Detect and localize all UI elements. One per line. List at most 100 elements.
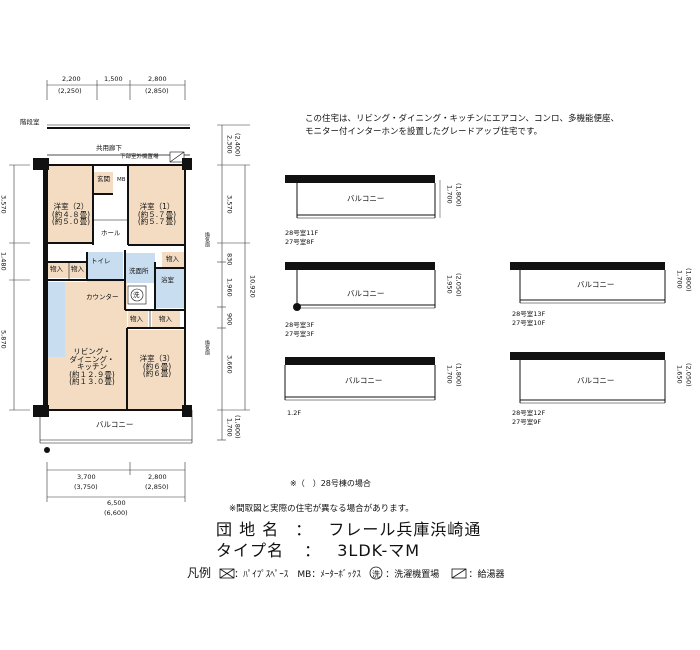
- right-dim-5: 900: [225, 313, 234, 326]
- legend-title: 凡例: [187, 566, 212, 580]
- complex-label: 団 地 名: [216, 520, 280, 539]
- ldk-size-1: (約１２.９畳): [69, 369, 115, 379]
- ldk-label: リビング・ ダイニング・ キッチン (約１２.９畳) (約１３.０畳): [62, 348, 122, 386]
- bathroom-label: 浴室: [161, 276, 174, 284]
- variant-balcony-5: [510, 352, 666, 404]
- western-room-3-size1: (約６畳): [142, 361, 172, 371]
- legend-pipe-space: ：ﾊﾟｲﾌﾟｽﾍﾟｰｽ: [234, 570, 289, 580]
- bottom-dim-1: 3,700: [77, 473, 96, 481]
- variant-2-dim-alt: (2,050): [454, 273, 463, 297]
- right-dim-3: 830: [225, 253, 234, 266]
- variant-4-dim: 1,700: [675, 270, 684, 289]
- top-dimension-lines: [46, 80, 186, 100]
- right-dim-4: 1,960: [225, 278, 234, 297]
- complex-colon: ：: [295, 520, 313, 539]
- closet-label-2: 物入: [71, 265, 84, 273]
- bathroom-floor: [155, 268, 185, 308]
- type-label: タイプ名: [216, 541, 285, 560]
- variant-2-unit-1: 28号室3F: [285, 321, 315, 329]
- western-room-1-size1: (約５.７畳): [137, 209, 177, 219]
- room-western-2: [47, 165, 93, 243]
- meter-box-label: MB: [117, 177, 126, 183]
- closet-label-1: 物入: [50, 265, 63, 273]
- variant-balcony-1: [285, 175, 441, 219]
- right-dim-7: 1,700: [225, 418, 234, 437]
- bottom-dim-alt-2: (2,850): [145, 483, 169, 491]
- type-value: 3LDK-マM: [337, 541, 421, 560]
- right-dimension-lines: [217, 124, 250, 441]
- western-room-1-label: 洋室（1） (約５.７畳) (約５.７畳): [132, 203, 182, 226]
- legend-water-heater: ：給湯器: [468, 570, 505, 580]
- total-depth: 10,920: [248, 275, 257, 298]
- walls: [46, 164, 186, 411]
- main-balcony: [39, 410, 193, 444]
- bottom-dimension-lines: [46, 462, 186, 502]
- right-dim-6: 3,660: [225, 355, 234, 374]
- variant-1-dim-alt: (1,800): [454, 183, 463, 207]
- western-room-2-label: 洋室（2） (約４.８畳) (約５.０畳): [49, 203, 93, 226]
- difference-note: ※間取図と実際の住宅が異なる場合があります。: [229, 504, 414, 514]
- left-dim-3: 5,870: [0, 330, 8, 349]
- western-room-1-size2: (約５.７畳): [137, 217, 177, 226]
- washroom-floor: [125, 253, 155, 283]
- variant-5-unit-2: 27号室9F: [512, 418, 542, 426]
- western-room-3-size2: (約６畳): [142, 369, 172, 378]
- variant-1-unit-1: 28号室11F: [285, 229, 319, 237]
- toilet-label: トイレ: [91, 257, 111, 265]
- variant-5-balcony-label: バルコニー: [577, 376, 615, 385]
- counter-label: カウンター: [86, 293, 119, 301]
- variant-2-dim: 1,950: [445, 275, 454, 294]
- bottom-dim-2: 2,800: [148, 473, 167, 481]
- western-room-2-size1: (約４.８畳): [51, 209, 91, 219]
- closet-label-3: 物入: [166, 255, 179, 263]
- legend-icons: [219, 566, 467, 580]
- variant-3-dim-alt: (1,800): [454, 363, 463, 387]
- marker-dot: [44, 447, 50, 453]
- bottom-dim-alt-1: (3,750): [74, 483, 98, 491]
- variant-balcony-3: [284, 357, 436, 401]
- right-dim-2: 3,570: [225, 195, 234, 214]
- variant-3-balcony-label: バルコニー: [345, 376, 383, 385]
- closet-label-5: 物入: [159, 315, 172, 323]
- hall-label: ホール: [101, 229, 121, 237]
- right-dim-7-alt: (1,800): [233, 415, 242, 439]
- right-dim-1-alt: (2,400): [233, 133, 242, 157]
- western-room-2-name: 洋室（2）: [53, 202, 89, 211]
- western-room-1-name: 洋室（1）: [139, 202, 175, 211]
- ldk-name-1: リビング・: [73, 347, 111, 356]
- ldk-name-3: キッチン: [77, 362, 107, 371]
- top-dim-2: 1,500: [104, 75, 123, 83]
- room-western-3: [127, 330, 185, 410]
- type-colon: ：: [304, 541, 322, 560]
- variant-5-dim-alt: (2,050): [684, 363, 693, 387]
- ldk-name-2: ダイニング・: [69, 354, 115, 364]
- total-width-alt: (6,600): [104, 509, 128, 517]
- left-dim-2: 1,480: [0, 252, 8, 271]
- complex-name-row: 団 地 名 ： フレール兵庫浜崎通: [216, 522, 481, 538]
- grade-up-notice: この住宅は、リビング・ダイニング・キッチンにエアコン、コンロ、多機能便座、 モニ…: [305, 113, 685, 139]
- type-name-row: タイプ名 ： 3LDK-マM: [216, 543, 420, 559]
- variant-2-unit-2: 27号室3F: [285, 330, 315, 338]
- variant-5-dim: 1,650: [675, 365, 684, 384]
- western-room-3-label: 洋室（3） (約６畳) (約６畳): [134, 355, 180, 378]
- variant-4-dim-alt: (1,800): [684, 268, 693, 292]
- variant-5-unit-1: 28号室12F: [512, 409, 546, 417]
- complex-value: フレール兵庫浜崎通: [328, 520, 482, 539]
- entrance-floor: [93, 172, 113, 194]
- variant-2-balcony-label: バルコニー: [347, 289, 385, 298]
- right-dim-1: 2,300: [225, 135, 234, 154]
- vent-label-2: 換気扇: [204, 340, 210, 355]
- ldk-size-2: (約１３.０畳): [69, 377, 115, 386]
- western-room-3-name: 洋室（3）: [139, 354, 175, 363]
- variant-4-unit-2: 27号室10F: [512, 319, 546, 327]
- closet-left-2: [69, 262, 87, 278]
- variant-1-balcony-label: バルコニー: [347, 194, 385, 203]
- balcony-label: バルコニー: [96, 420, 134, 429]
- legend-meter-box: MB：ﾒｰﾀｰﾎﾞｯｸｽ: [297, 570, 361, 580]
- legend-washer-mark: 洗: [372, 570, 381, 579]
- footnote: ※（ ）28号棟の場合: [290, 479, 371, 488]
- structural-columns: [33, 158, 192, 417]
- left-dim-1: 3,570: [0, 195, 8, 214]
